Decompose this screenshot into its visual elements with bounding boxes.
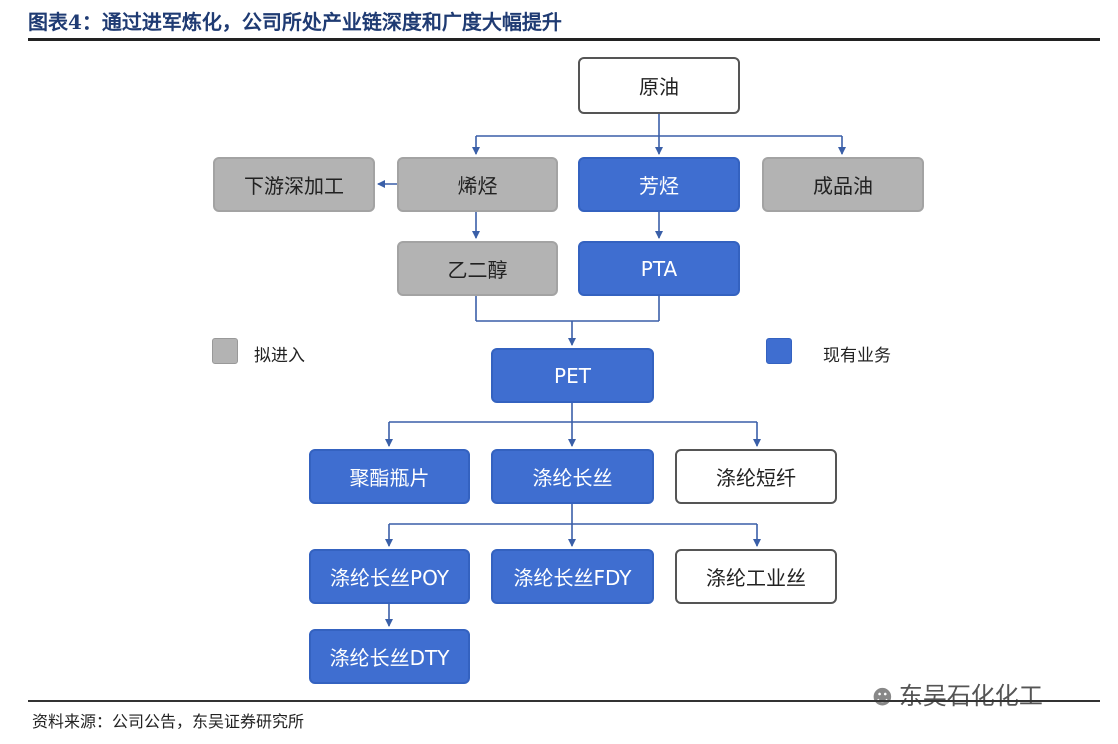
node-olefins: 烯烃 xyxy=(397,157,558,212)
node-aromatics: 芳烃 xyxy=(578,157,740,212)
watermark-text: 东吴石化化工 xyxy=(898,682,1043,710)
legend-existing-label: 现有业务 xyxy=(823,346,891,366)
node-polyester-filament: 涤纶长丝 xyxy=(491,449,654,504)
node-polyester-bottle-chip: 聚酯瓶片 xyxy=(309,449,470,504)
top-divider xyxy=(28,38,1100,41)
node-filament-poy: 涤纶长丝POY xyxy=(309,549,470,604)
node-pta: PTA xyxy=(578,241,740,296)
page-title: 图表4：通过进军炼化，公司所处产业链深度和广度大幅提升 xyxy=(28,10,562,34)
watermark: ☻东吴石化化工 xyxy=(872,676,1043,711)
node-filament-dty: 涤纶长丝DTY xyxy=(309,629,470,684)
source-note: 资料来源：公司公告，东吴证券研究所 xyxy=(32,712,305,731)
node-ethylene-glycol: 乙二醇 xyxy=(397,241,558,296)
node-crude-oil: 原油 xyxy=(578,57,740,114)
node-pet: PET xyxy=(491,348,654,403)
bottom-divider xyxy=(28,700,1100,702)
node-industrial-yarn: 涤纶工业丝 xyxy=(675,549,837,604)
wechat-icon: ☻ xyxy=(872,685,893,709)
legend-planned-swatch xyxy=(212,338,238,364)
legend-existing-swatch xyxy=(766,338,792,364)
node-refined-oil: 成品油 xyxy=(762,157,924,212)
node-downstream-processing: 下游深加工 xyxy=(213,157,375,212)
node-polyester-staple-fiber: 涤纶短纤 xyxy=(675,449,837,504)
legend-planned-label: 拟进入 xyxy=(254,346,305,366)
node-filament-fdy: 涤纶长丝FDY xyxy=(491,549,654,604)
